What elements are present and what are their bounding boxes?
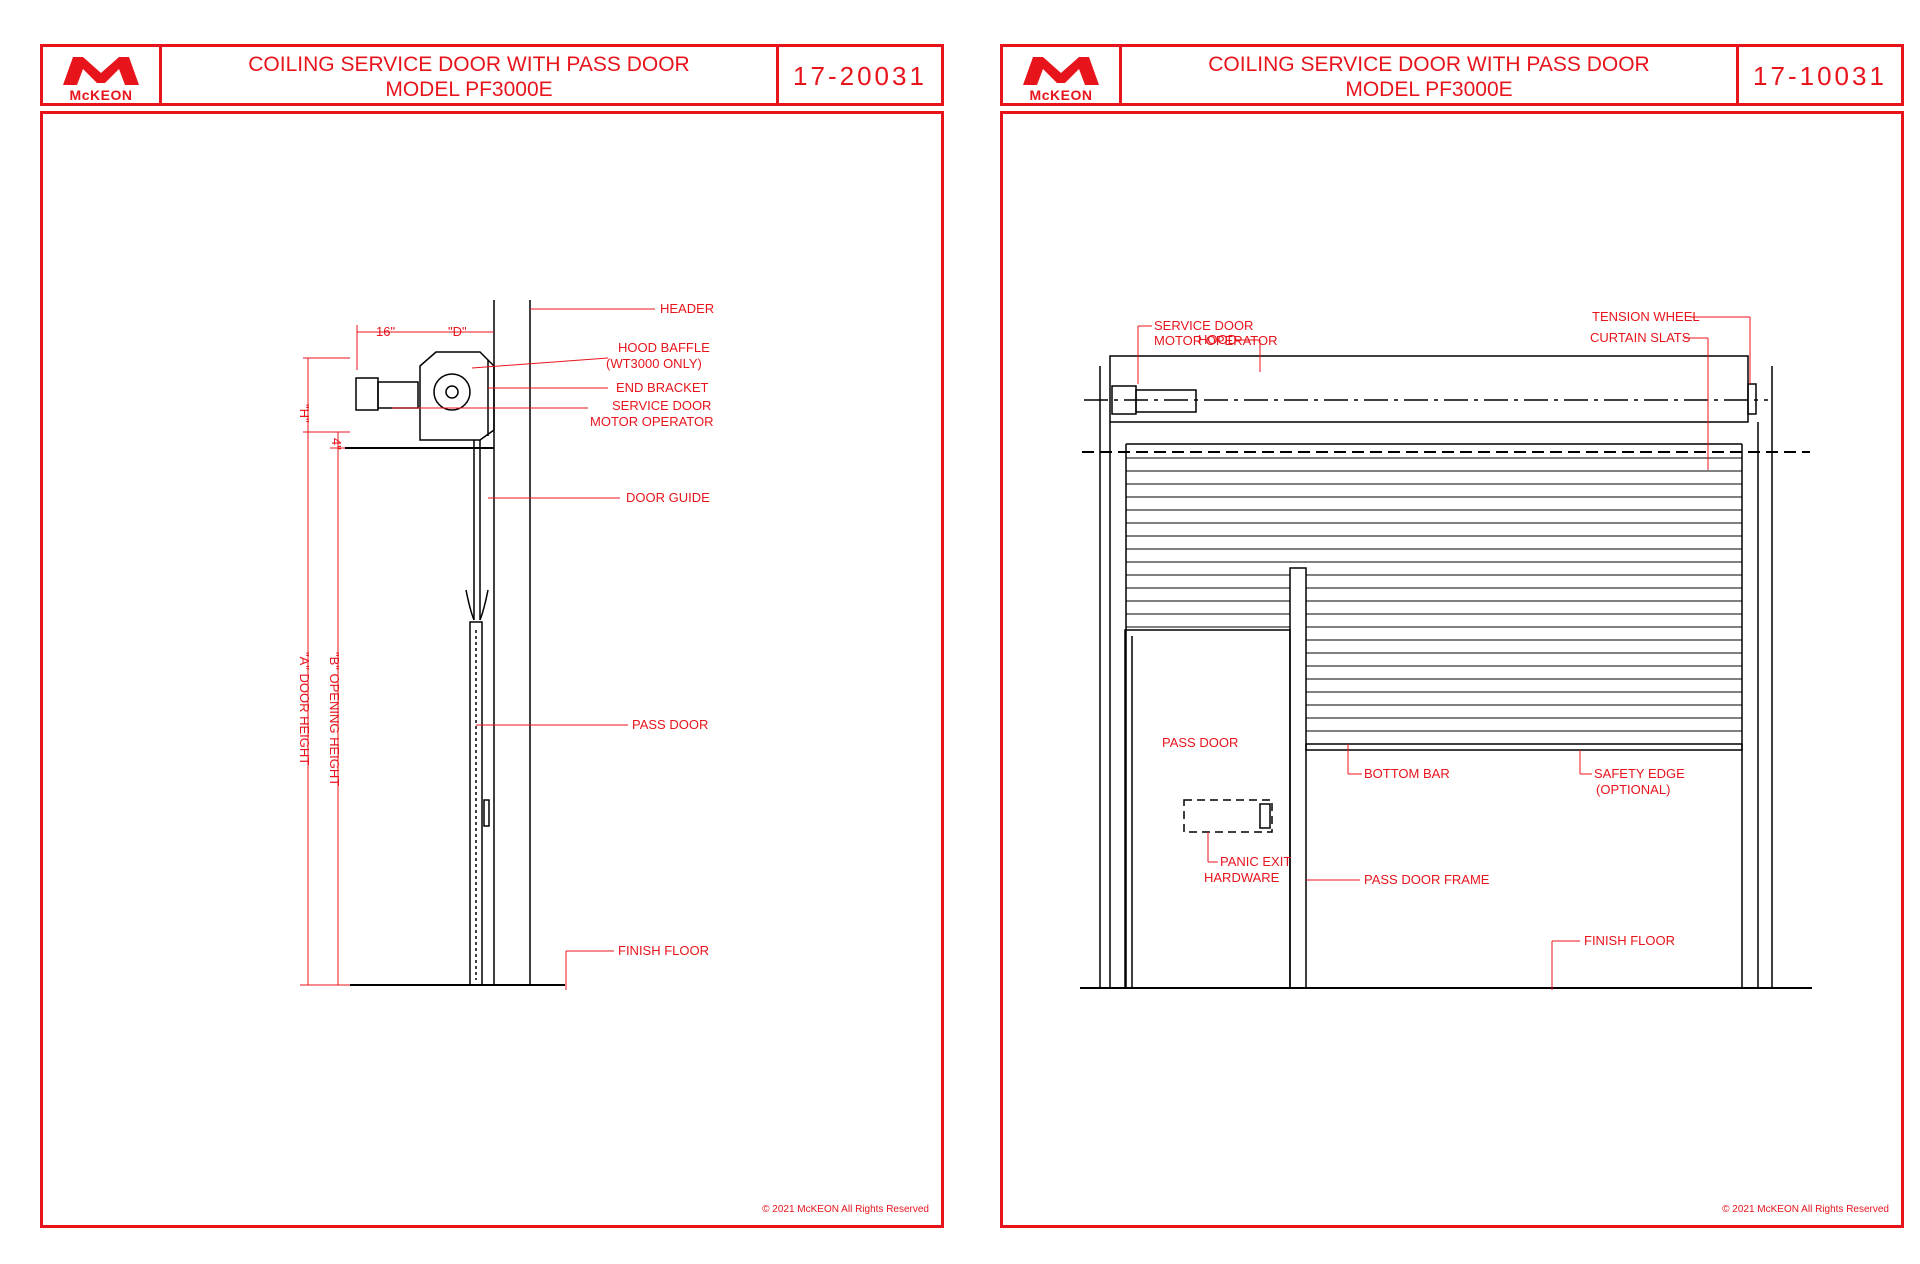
copyright: © 2021 McKEON All Rights Reserved: [1722, 1204, 1889, 1215]
elevation-drawing: SERVICE DOOR MOTOR OPERATOR HOOD TENSION…: [1080, 309, 1812, 990]
label-motor-operator: MOTOR OPERATOR: [1154, 333, 1278, 348]
label-pass-door-frame: PASS DOOR FRAME: [1364, 872, 1490, 887]
dim-4: 4": [329, 438, 344, 450]
page-subtitle: MODEL PF3000E: [385, 78, 553, 101]
logo-box: McKEON: [40, 44, 162, 106]
sheet-section-view: McKEON COILING SERVICE DOOR WITH PASS DO…: [40, 44, 944, 1228]
drawing-frame: © 2021 McKEON All Rights Reserved: [40, 111, 944, 1228]
dim-h: "H": [297, 404, 312, 423]
label-end-bracket: END BRACKET: [616, 380, 709, 395]
drawing-number-box: 17-20031: [776, 44, 944, 106]
label-hood: HOOD: [1198, 332, 1237, 347]
mckeon-logo-icon: [63, 57, 139, 85]
dim-b: "B" OPENING HEIGHT: [327, 652, 342, 786]
sheet-elevation-view: McKEON COILING SERVICE DOOR WITH PASS DO…: [960, 0, 1920, 1264]
copyright: © 2021 McKEON All Rights Reserved: [762, 1204, 929, 1215]
logo-text: McKEON: [1029, 87, 1093, 103]
logo-box: McKEON: [1000, 44, 1122, 106]
label-hood-baffle-note: (WT3000 ONLY): [606, 356, 702, 371]
label-motor-operator: MOTOR OPERATOR: [590, 414, 714, 429]
label-finish-floor: FINISH FLOOR: [618, 943, 709, 958]
drawing-number: 17-10031: [1753, 61, 1887, 91]
label-pass-door: PASS DOOR: [1162, 735, 1238, 750]
drawing-number-box: 17-10031: [1736, 44, 1904, 106]
dim-d: "D": [448, 324, 467, 339]
section-drawing: HEADER HOOD BAFFLE (WT3000 ONLY) END BRA…: [297, 300, 714, 990]
label-finish-floor: FINISH FLOOR: [1584, 933, 1675, 948]
label-safety-edge-note: (OPTIONAL): [1596, 782, 1670, 797]
title-box: COILING SERVICE DOOR WITH PASS DOOR MODE…: [159, 44, 779, 106]
drawing-number: 17-20031: [793, 61, 927, 91]
page-subtitle: MODEL PF3000E: [1345, 78, 1513, 101]
title-box: COILING SERVICE DOOR WITH PASS DOOR MODE…: [1119, 44, 1739, 106]
page-title: COILING SERVICE DOOR WITH PASS DOOR: [248, 53, 690, 76]
label-door-guide: DOOR GUIDE: [626, 490, 710, 505]
label-pass-door: PASS DOOR: [632, 717, 708, 732]
label-tension-wheel: TENSION WHEEL: [1592, 309, 1700, 324]
label-header: HEADER: [660, 301, 714, 316]
label-curtain-slats: CURTAIN SLATS: [1590, 330, 1691, 345]
label-service-door: SERVICE DOOR: [1154, 318, 1253, 333]
label-safety-edge: SAFETY EDGE: [1594, 766, 1685, 781]
drawing-frame: © 2021 McKEON All Rights Reserved: [1000, 111, 1904, 1228]
label-bottom-bar: BOTTOM BAR: [1364, 766, 1450, 781]
mckeon-logo-icon: [1023, 57, 1099, 85]
label-panic-exit-hardware: HARDWARE: [1204, 870, 1280, 885]
dim-a: "A" DOOR HEIGHT: [297, 652, 312, 765]
label-panic-exit: PANIC EXIT: [1220, 854, 1291, 869]
dim-16: 16": [376, 324, 395, 339]
label-service-door: SERVICE DOOR: [612, 398, 711, 413]
label-hood-baffle: HOOD BAFFLE: [618, 340, 710, 355]
page-title: COILING SERVICE DOOR WITH PASS DOOR: [1208, 53, 1650, 76]
logo-text: McKEON: [69, 87, 133, 103]
